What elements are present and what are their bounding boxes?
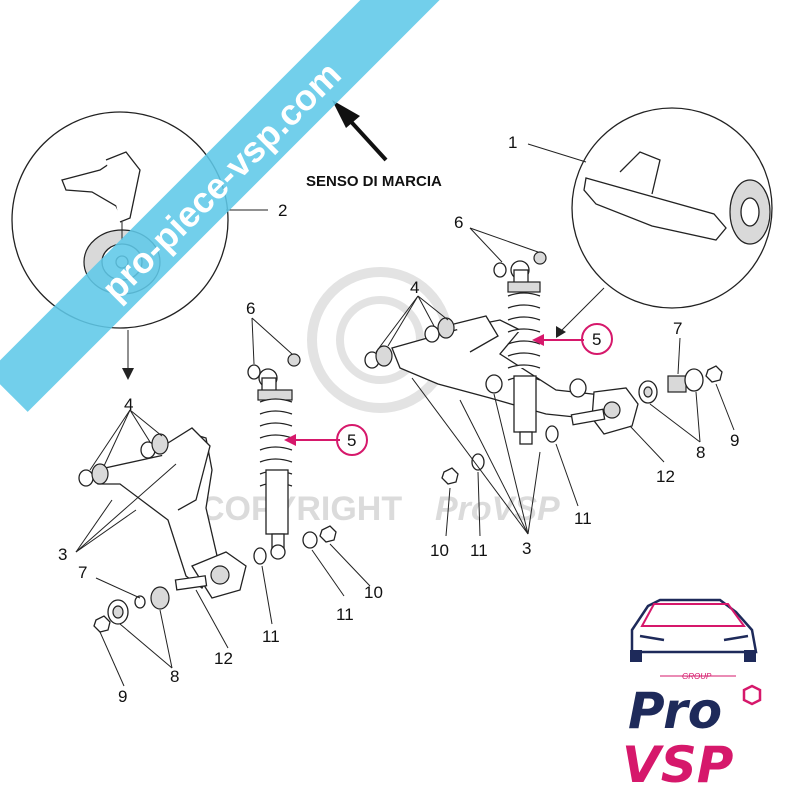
right-leader-lines xyxy=(375,227,735,537)
arrow-down-right-icon xyxy=(556,326,566,338)
copyright-brand: ProVSP xyxy=(435,490,560,528)
callout-12-left: 12 xyxy=(214,649,233,668)
arrow-down-right-line xyxy=(559,287,605,333)
direction-indicator: SENSO DI MARCIA xyxy=(306,100,442,190)
arrow-down-icon xyxy=(122,368,134,380)
callout-1: 1 xyxy=(508,133,517,152)
callout-11-d: 11 xyxy=(574,509,592,528)
logo-hex-icon xyxy=(742,684,762,706)
callout-11-b: 11 xyxy=(336,605,354,624)
callout-5-left: 5 xyxy=(347,431,356,450)
highlight-ring-left xyxy=(336,424,368,456)
left-leader-lines xyxy=(75,317,371,687)
direction-label: SENSO DI MARCIA xyxy=(306,173,442,190)
callout-3-left: 3 xyxy=(58,545,67,564)
callout-4-right: 4 xyxy=(410,278,419,297)
right-hub-parts xyxy=(638,365,723,404)
callout-7-left: 7 xyxy=(78,563,87,582)
callout-labels: 1 2 3 3 4 4 5 5 6 6 7 7 8 8 9 9 10 10 11… xyxy=(58,133,739,706)
copyright-text: COPYRIGHT xyxy=(200,490,402,528)
callout-6-left: 6 xyxy=(246,299,255,318)
pink-arrowhead-left-icon xyxy=(284,434,296,446)
right-bushings xyxy=(364,317,587,398)
callout-9-left: 9 xyxy=(118,687,127,706)
copyright-watermark: COPYRIGHT ProVSP xyxy=(200,267,560,528)
callout-3-right: 3 xyxy=(522,539,531,558)
callout-10-right: 10 xyxy=(430,541,449,560)
logo-pro: Pro xyxy=(628,682,722,740)
callout-8-right: 8 xyxy=(696,443,705,462)
provsp-logo: GROUP Pro VSP xyxy=(622,598,762,794)
callout-10-left: 10 xyxy=(364,583,383,602)
right-shock-hardware xyxy=(441,425,559,485)
callout-9-right: 9 xyxy=(730,431,739,450)
callout-8-left: 8 xyxy=(170,667,179,686)
pink-arrowhead-right-icon xyxy=(532,334,544,346)
callout-7-right: 7 xyxy=(673,319,682,338)
callout-4-left: 4 xyxy=(124,395,133,414)
left-swing-arm xyxy=(95,427,247,599)
callout-11-a: 11 xyxy=(262,627,280,646)
callout-6-right: 6 xyxy=(454,213,463,232)
callout-2: 2 xyxy=(278,201,287,220)
left-shock-absorber xyxy=(247,353,301,560)
left-bushings xyxy=(78,433,169,487)
right-shock-absorber xyxy=(493,251,547,445)
detail-circle-right xyxy=(571,107,773,309)
right-swing-arm xyxy=(391,315,639,435)
callout-11-c: 11 xyxy=(470,541,488,560)
left-shock-hardware xyxy=(253,525,337,565)
logo-group-text: GROUP xyxy=(682,672,712,681)
callout-5-right: 5 xyxy=(592,330,601,349)
callout-12-right: 12 xyxy=(656,467,675,486)
left-hub-parts xyxy=(93,586,170,633)
highlight-ring-right xyxy=(581,323,613,355)
logo-vsp: VSP xyxy=(622,736,733,794)
leader-1 xyxy=(527,143,587,163)
direction-arrow-icon xyxy=(332,100,360,128)
